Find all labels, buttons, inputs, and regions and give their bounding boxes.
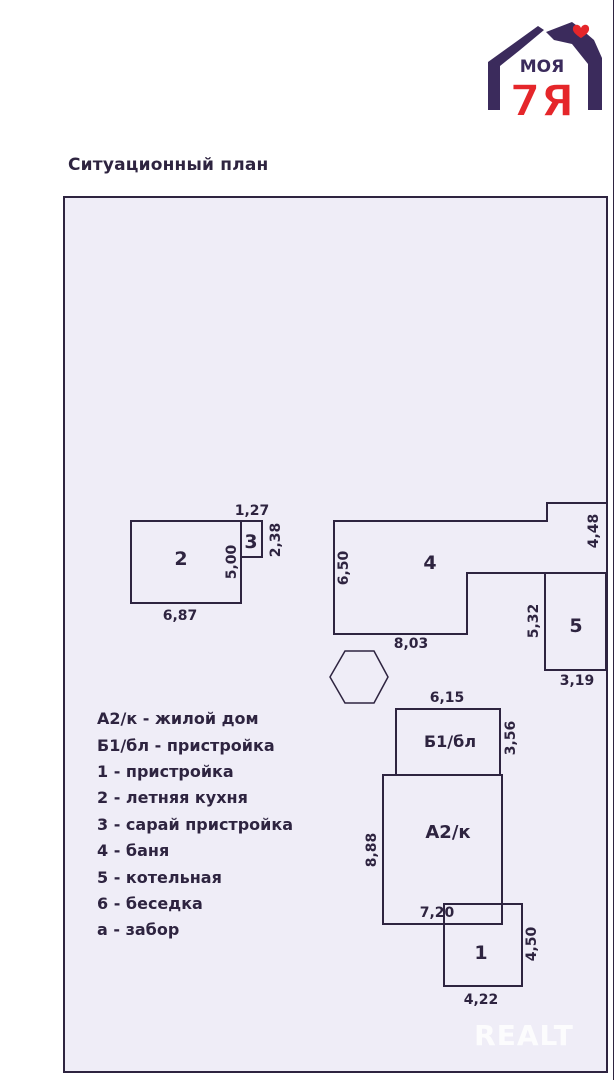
legend-item: А2/к - жилой дом bbox=[97, 709, 259, 728]
building-4-width-label: 8,03 bbox=[394, 636, 429, 652]
building-1-height-label: 4,50 bbox=[524, 926, 540, 961]
legend-item: 6 - беседка bbox=[97, 894, 203, 913]
legend-item: Б1/бл - пристройка bbox=[97, 736, 275, 755]
building-3-height-label: 2,38 bbox=[268, 523, 284, 558]
house-roof-icon bbox=[488, 26, 544, 110]
company-logo: МОЯ 7Я bbox=[488, 22, 602, 128]
page-title: Ситуационный план bbox=[68, 155, 269, 175]
building-3-width-label: 1,27 bbox=[235, 503, 270, 519]
building-5-width-label: 3,19 bbox=[560, 673, 595, 689]
building-4-height-label: 6,50 bbox=[336, 550, 352, 585]
building-5-number: 5 bbox=[569, 615, 582, 637]
building-5-height-label: 5,32 bbox=[526, 604, 542, 639]
building-3-number: 3 bbox=[244, 531, 257, 553]
legend-item: 1 - пристройка bbox=[97, 762, 234, 781]
building-4-number: 4 bbox=[423, 552, 436, 574]
legend-item: 4 - баня bbox=[97, 841, 169, 860]
legend-item: 5 - котельная bbox=[97, 868, 222, 887]
building-2-width-label: 6,87 bbox=[163, 608, 198, 624]
legend-item: а - забор bbox=[97, 920, 179, 939]
building-1-number: 1 bbox=[474, 942, 487, 964]
gazebo-hexagon-icon bbox=[329, 650, 389, 704]
building-4-right-label: 4,48 bbox=[586, 514, 602, 549]
hand-icon bbox=[546, 22, 602, 110]
building-a2k-outline bbox=[382, 774, 503, 925]
building-a2k-label: А2/к bbox=[425, 822, 470, 843]
building-2-number: 2 bbox=[174, 548, 187, 570]
legend: А2/к - жилой дом Б1/бл - пристройка 1 - … bbox=[97, 709, 293, 939]
building-1-width-label: 4,22 bbox=[464, 992, 499, 1008]
heart-icon bbox=[572, 24, 590, 38]
building-b1bl-label: Б1/бл bbox=[424, 732, 476, 751]
page-right-border bbox=[613, 0, 614, 1080]
building-b1bl-width-label: 6,15 bbox=[430, 690, 465, 706]
building-2-outline bbox=[130, 520, 242, 604]
building-b1bl-height-label: 3,56 bbox=[503, 721, 519, 756]
legend-item: 2 - летняя кухня bbox=[97, 788, 248, 807]
realt-watermark: REALT bbox=[474, 1019, 574, 1052]
building-3-outline bbox=[240, 520, 263, 558]
building-5-outline bbox=[544, 572, 607, 671]
legend-item: 3 - сарай пристройка bbox=[97, 815, 293, 834]
building-2-height-label: 5,00 bbox=[224, 544, 240, 579]
building-a2k-height-label: 8,88 bbox=[364, 833, 380, 868]
building-a2k-width-label: 7,20 bbox=[420, 905, 455, 921]
logo-main-text: 7Я bbox=[510, 76, 575, 127]
building-1-outline bbox=[443, 903, 523, 987]
logo-top-text: МОЯ bbox=[520, 57, 564, 77]
